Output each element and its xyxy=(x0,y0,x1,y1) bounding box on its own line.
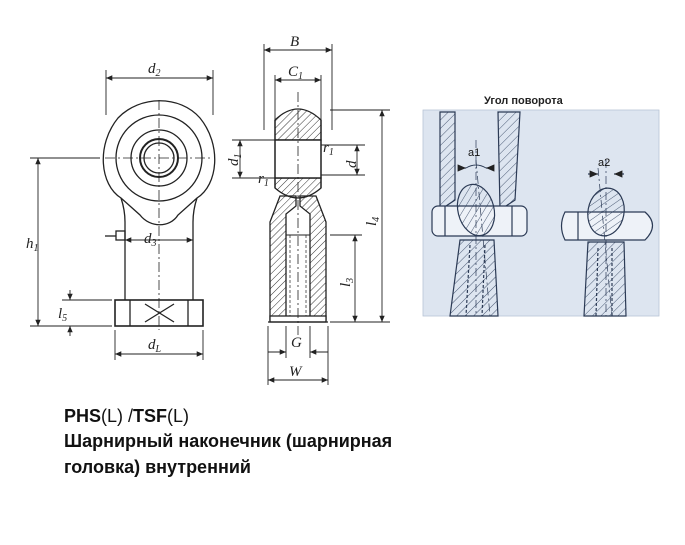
shank-section-right xyxy=(299,195,327,321)
product-codes: PHS(L) /TSF(L) xyxy=(64,404,664,428)
label-l4: l4 xyxy=(364,217,382,226)
angle-label-a1: a1 xyxy=(468,147,480,159)
code-separator: / xyxy=(123,406,134,426)
label-d1: d1 xyxy=(226,154,244,167)
label-B: B xyxy=(290,34,299,50)
side-dimensions xyxy=(232,44,390,385)
product-code-2-suffix: (L) xyxy=(167,406,190,426)
product-code-1-suffix: (L) xyxy=(101,406,124,426)
label-r1-left: r1 xyxy=(258,171,269,189)
side-dimension-labels: B C1 d1 r1 r1 d l4 l3 G W xyxy=(226,34,382,380)
product-code-2: TSF xyxy=(133,406,168,426)
angle-label-a2: a2 xyxy=(598,157,610,169)
rotation-figure-a1 xyxy=(431,111,528,317)
label-W: W xyxy=(289,364,303,380)
product-description-line-2: головка) внутренний xyxy=(64,457,251,477)
rod-end-eye-outline xyxy=(102,100,216,226)
label-dL: dL xyxy=(148,337,162,355)
product-description-line-1: Шарнирный наконечник (шарнирная xyxy=(64,431,393,451)
label-G: G xyxy=(291,335,302,351)
label-d: d xyxy=(344,160,360,168)
front-dimensions xyxy=(30,70,214,360)
front-dimension-labels: d2 d3 h1 l5 dL xyxy=(26,61,162,355)
hex-base xyxy=(114,299,204,327)
label-l3: l3 xyxy=(338,278,356,287)
rotation-angle-panel: Угол поворота a1 xyxy=(422,95,660,317)
product-heading: PHS(L) /TSF(L) Шарнирный наконечник (шар… xyxy=(64,404,664,480)
side-section-view xyxy=(268,92,328,335)
label-d3: d3 xyxy=(144,231,157,249)
shank-section-left xyxy=(269,195,297,321)
product-code-1: PHS xyxy=(64,406,102,426)
label-r1-top: r1 xyxy=(323,140,334,158)
label-C1: C1 xyxy=(288,64,303,82)
front-view xyxy=(102,100,216,330)
label-h1: h1 xyxy=(26,236,39,254)
label-l5: l5 xyxy=(58,306,67,324)
label-d2: d2 xyxy=(148,61,161,79)
rotation-panel-title: Угол поворота xyxy=(484,95,564,107)
rotation-figure-a2 xyxy=(560,160,654,317)
